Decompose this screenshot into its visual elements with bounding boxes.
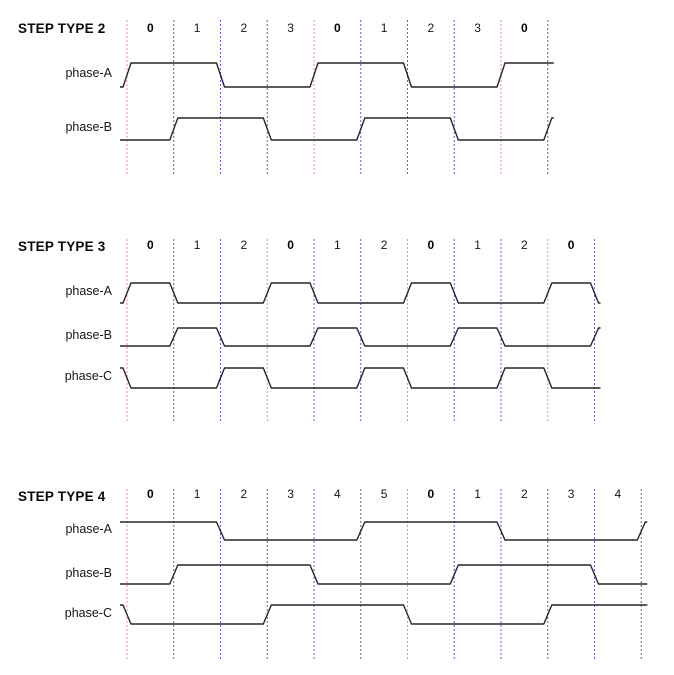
section-title-step-type-2: STEP TYPE 2 bbox=[18, 21, 106, 36]
step-number: 2 bbox=[240, 238, 248, 252]
step-number: 2 bbox=[427, 21, 435, 35]
phase-waveform bbox=[120, 117, 554, 141]
phase-label: phase-A bbox=[65, 66, 112, 80]
step-number: 3 bbox=[567, 487, 575, 501]
step-number: 2 bbox=[521, 487, 528, 501]
phase-waveform bbox=[120, 521, 648, 541]
step-number: 1 bbox=[193, 238, 201, 252]
section-title-step-type-3: STEP TYPE 3 bbox=[18, 239, 106, 254]
step-number: 0 bbox=[147, 21, 154, 35]
phase-waveform bbox=[120, 282, 601, 304]
step-number: 0 bbox=[427, 487, 435, 501]
phase-label: phase-A bbox=[65, 522, 112, 536]
phase-label: phase-C bbox=[64, 605, 112, 620]
step-number: 0 bbox=[427, 238, 435, 252]
phase-waveform bbox=[120, 604, 648, 625]
step-number: 0 bbox=[567, 238, 575, 252]
step-number: 2 bbox=[240, 487, 248, 501]
step-number: 0 bbox=[521, 21, 528, 35]
step-number: 1 bbox=[334, 238, 341, 252]
section-title-step-type-4: STEP TYPE 4 bbox=[18, 489, 106, 504]
phase-label: phase-B bbox=[65, 328, 112, 342]
step-number: 1 bbox=[474, 238, 481, 252]
step-number: 1 bbox=[193, 21, 201, 35]
step-number: 2 bbox=[521, 238, 528, 252]
step-number: 1 bbox=[474, 487, 481, 501]
phase-waveform bbox=[120, 367, 601, 389]
step-number: 4 bbox=[334, 487, 341, 501]
step-number: 2 bbox=[380, 238, 388, 252]
step-number: 4 bbox=[614, 487, 622, 501]
phase-waveform bbox=[120, 564, 648, 585]
phase-waveform bbox=[120, 62, 554, 88]
step-number: 0 bbox=[147, 487, 154, 501]
step-number: 0 bbox=[334, 21, 341, 35]
step-number: 3 bbox=[474, 21, 481, 35]
phase-waveform bbox=[120, 327, 601, 347]
step-number: 2 bbox=[240, 21, 248, 35]
step-number: 3 bbox=[287, 21, 294, 35]
step-number: 1 bbox=[193, 487, 201, 501]
step-number: 1 bbox=[380, 21, 388, 35]
phase-label: phase-B bbox=[65, 565, 112, 580]
phase-label: phase-A bbox=[65, 284, 112, 298]
step-number: 0 bbox=[147, 238, 154, 252]
step-number: 0 bbox=[287, 238, 294, 252]
step-number: 5 bbox=[380, 487, 388, 501]
phase-label: phase-B bbox=[65, 120, 112, 134]
phase-label: phase-C bbox=[64, 369, 112, 383]
step-number: 3 bbox=[287, 487, 294, 501]
